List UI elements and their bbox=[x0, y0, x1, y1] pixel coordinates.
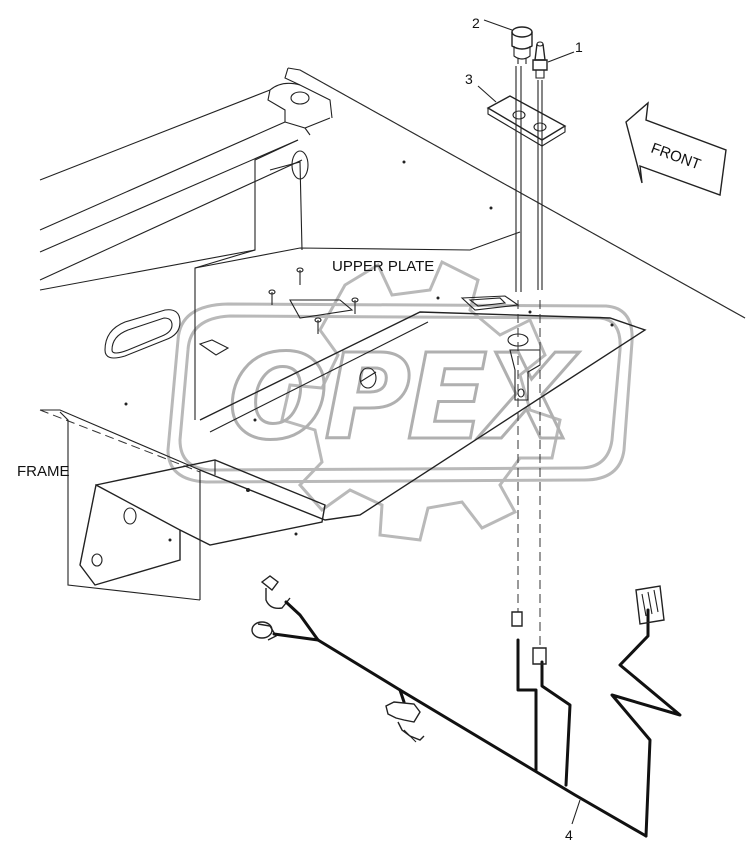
lower-bracket bbox=[79, 459, 326, 586]
leader-lines bbox=[477, 19, 581, 825]
frame-body bbox=[39, 139, 521, 601]
frame-label: FRAME bbox=[17, 463, 70, 480]
front-arrow: FRONT bbox=[625, 101, 727, 196]
wire-harness bbox=[251, 575, 682, 838]
part-toggle bbox=[532, 41, 548, 79]
callout-1: 1 bbox=[575, 39, 583, 55]
part-switch-knob bbox=[511, 26, 533, 64]
callout-2: 2 bbox=[472, 15, 480, 31]
upper-plate-label: UPPER PLATE bbox=[332, 258, 434, 275]
frame-rail bbox=[39, 67, 746, 319]
watermark-text: OPEX bbox=[228, 328, 579, 466]
front-label: FRONT bbox=[649, 140, 703, 174]
callout-3: 3 bbox=[465, 71, 473, 87]
callout-4: 4 bbox=[565, 827, 573, 843]
part-mount-plate bbox=[486, 95, 567, 147]
